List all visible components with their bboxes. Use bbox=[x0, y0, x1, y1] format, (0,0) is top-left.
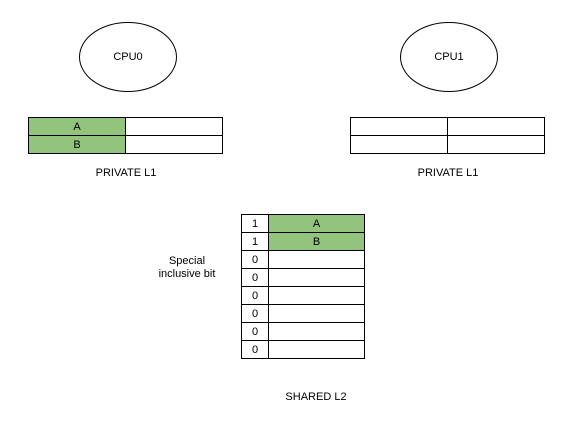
shared-l2: 1 A 1 B 0 0 0 0 0 0 bbox=[241, 214, 365, 359]
l2-line-cell bbox=[268, 340, 365, 359]
l2-row: 1 A bbox=[241, 214, 365, 233]
inclusive-bit-cell: 0 bbox=[241, 322, 269, 341]
l2-row: 0 bbox=[241, 268, 365, 287]
private-l1-cpu1-label: PRIVATE L1 bbox=[417, 167, 479, 179]
l1-cell: A bbox=[28, 117, 126, 136]
cpu1-label: CPU1 bbox=[434, 51, 464, 63]
l2-row: 0 bbox=[241, 250, 365, 269]
l2-line-cell bbox=[268, 268, 365, 287]
l1-cell bbox=[350, 135, 448, 154]
l2-line-cell: B bbox=[268, 232, 365, 251]
private-l1-cpu1 bbox=[350, 117, 545, 154]
l1-row bbox=[350, 135, 545, 154]
l2-line-cell bbox=[268, 322, 365, 341]
cpu1-node: CPU1 bbox=[400, 22, 498, 92]
inclusive-bit-note: Special inclusive bit bbox=[147, 255, 227, 281]
private-l1-cpu0-label: PRIVATE L1 bbox=[95, 167, 157, 179]
l2-row: 0 bbox=[241, 304, 365, 323]
inclusive-bit-note-line1: Special bbox=[168, 255, 206, 267]
l1-row: B bbox=[28, 135, 223, 154]
l2-line-cell bbox=[268, 304, 365, 323]
shared-l2-label: SHARED L2 bbox=[285, 391, 347, 403]
inclusive-bit-cell: 0 bbox=[241, 340, 269, 359]
l1-cell: B bbox=[28, 135, 126, 154]
l1-cell bbox=[447, 135, 545, 154]
l2-line-cell bbox=[268, 250, 365, 269]
inclusive-bit-cell: 0 bbox=[241, 304, 269, 323]
l2-row: 1 B bbox=[241, 232, 365, 251]
l2-row: 0 bbox=[241, 286, 365, 305]
inclusive-bit-cell: 1 bbox=[241, 214, 269, 233]
inclusive-bit-cell: 0 bbox=[241, 268, 269, 287]
inclusive-bit-note-line2: inclusive bit bbox=[158, 268, 216, 280]
l1-cell bbox=[125, 135, 223, 154]
l1-cell bbox=[350, 117, 448, 136]
l2-line-cell bbox=[268, 286, 365, 305]
inclusive-bit-cell: 0 bbox=[241, 250, 269, 269]
l1-row bbox=[350, 117, 545, 136]
private-l1-cpu0: A B bbox=[28, 117, 223, 154]
l1-cell bbox=[125, 117, 223, 136]
l2-line-cell: A bbox=[268, 214, 365, 233]
l2-row: 0 bbox=[241, 340, 365, 359]
inclusive-bit-cell: 1 bbox=[241, 232, 269, 251]
cpu0-label: CPU0 bbox=[113, 51, 143, 63]
l1-cell bbox=[447, 117, 545, 136]
l2-row: 0 bbox=[241, 322, 365, 341]
cpu0-node: CPU0 bbox=[79, 22, 177, 92]
inclusive-bit-cell: 0 bbox=[241, 286, 269, 305]
l1-row: A bbox=[28, 117, 223, 136]
